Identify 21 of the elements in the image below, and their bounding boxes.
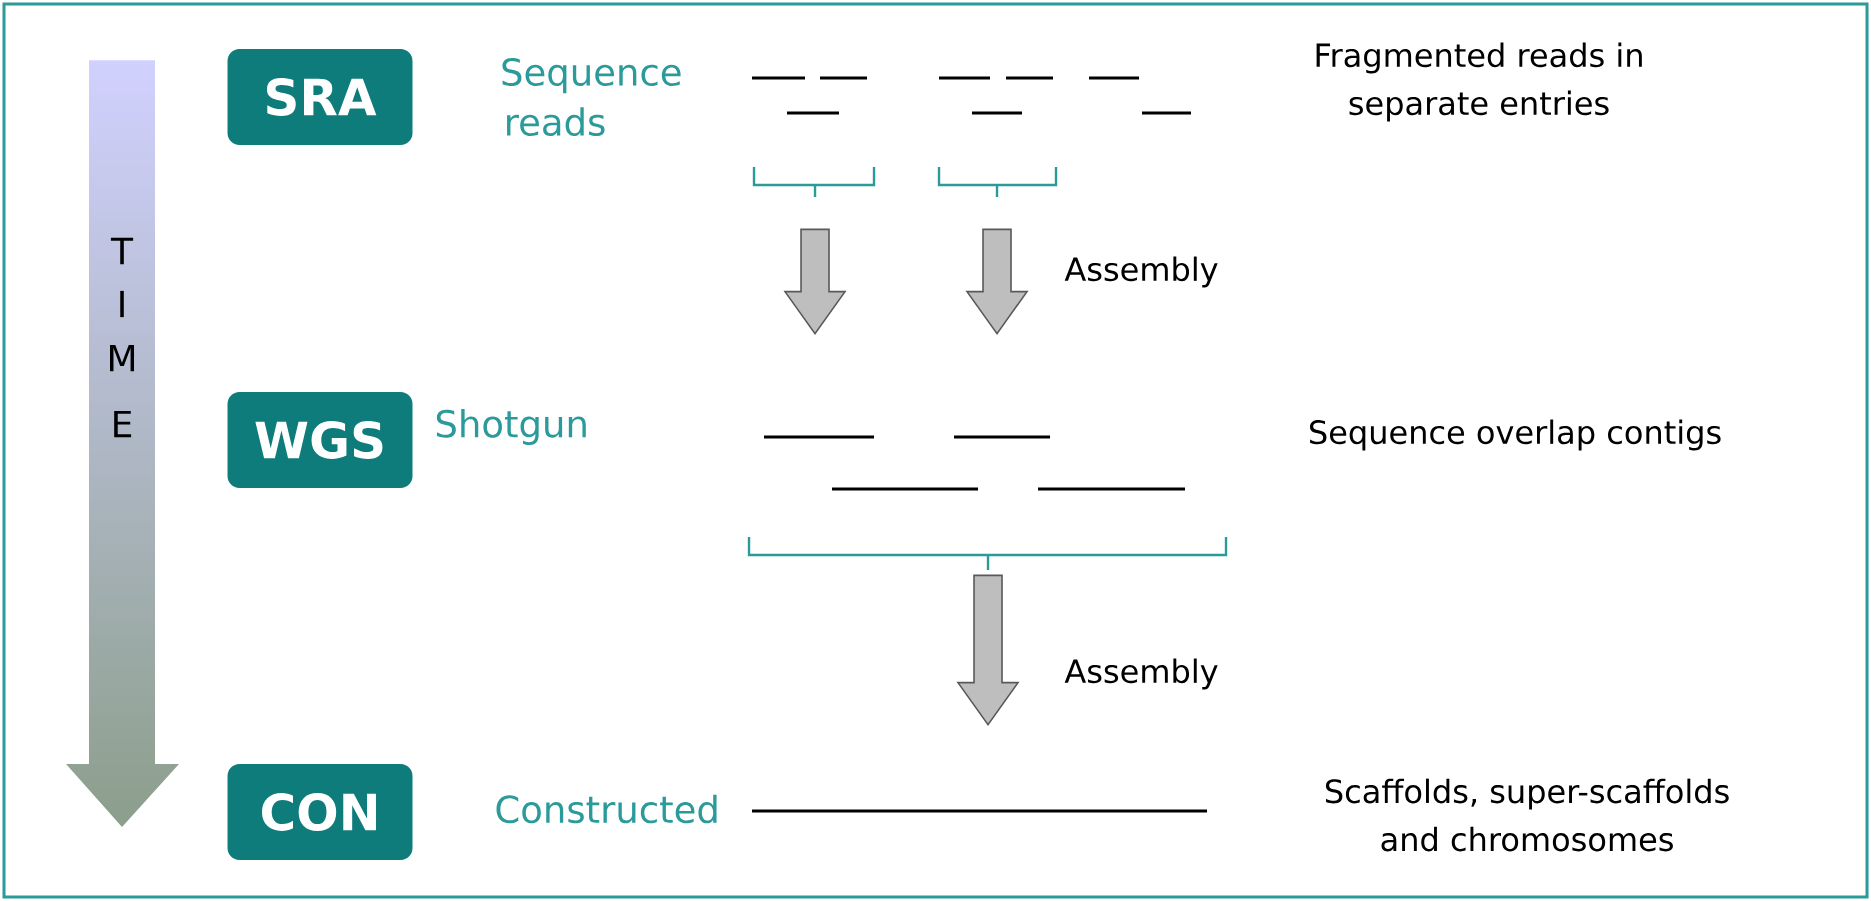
block-arrow <box>956 574 1020 726</box>
edge-label: Assembly <box>1062 254 1221 290</box>
block-arrow <box>783 228 847 335</box>
axis-letter: M <box>110 344 134 372</box>
label-box: SRA <box>227 49 413 145</box>
axis-letter: I <box>120 290 124 318</box>
description-text: Scaffolds, super-scaffolds and chromosomes <box>1325 778 1729 852</box>
sequence-fragments-drawing <box>937 76 1191 197</box>
sequence-fragments-drawing <box>752 809 1207 813</box>
stage-name: Sequence reads <box>502 58 681 136</box>
axis-letter: T <box>110 237 134 265</box>
edge-label: Assembly <box>1062 656 1221 692</box>
label-box: CON <box>227 764 413 860</box>
axis-letter: E <box>114 410 132 438</box>
description-text: Sequence overlap contigs <box>1310 419 1721 451</box>
label-box: WGS <box>227 392 413 488</box>
description-text: Fragmented reads in separate entries <box>1316 42 1642 122</box>
block-arrow <box>965 228 1029 335</box>
sequence-fragments-drawing <box>752 76 876 197</box>
sequence-fragments-drawing <box>747 435 1228 570</box>
stage-name: Constructed <box>496 794 717 824</box>
